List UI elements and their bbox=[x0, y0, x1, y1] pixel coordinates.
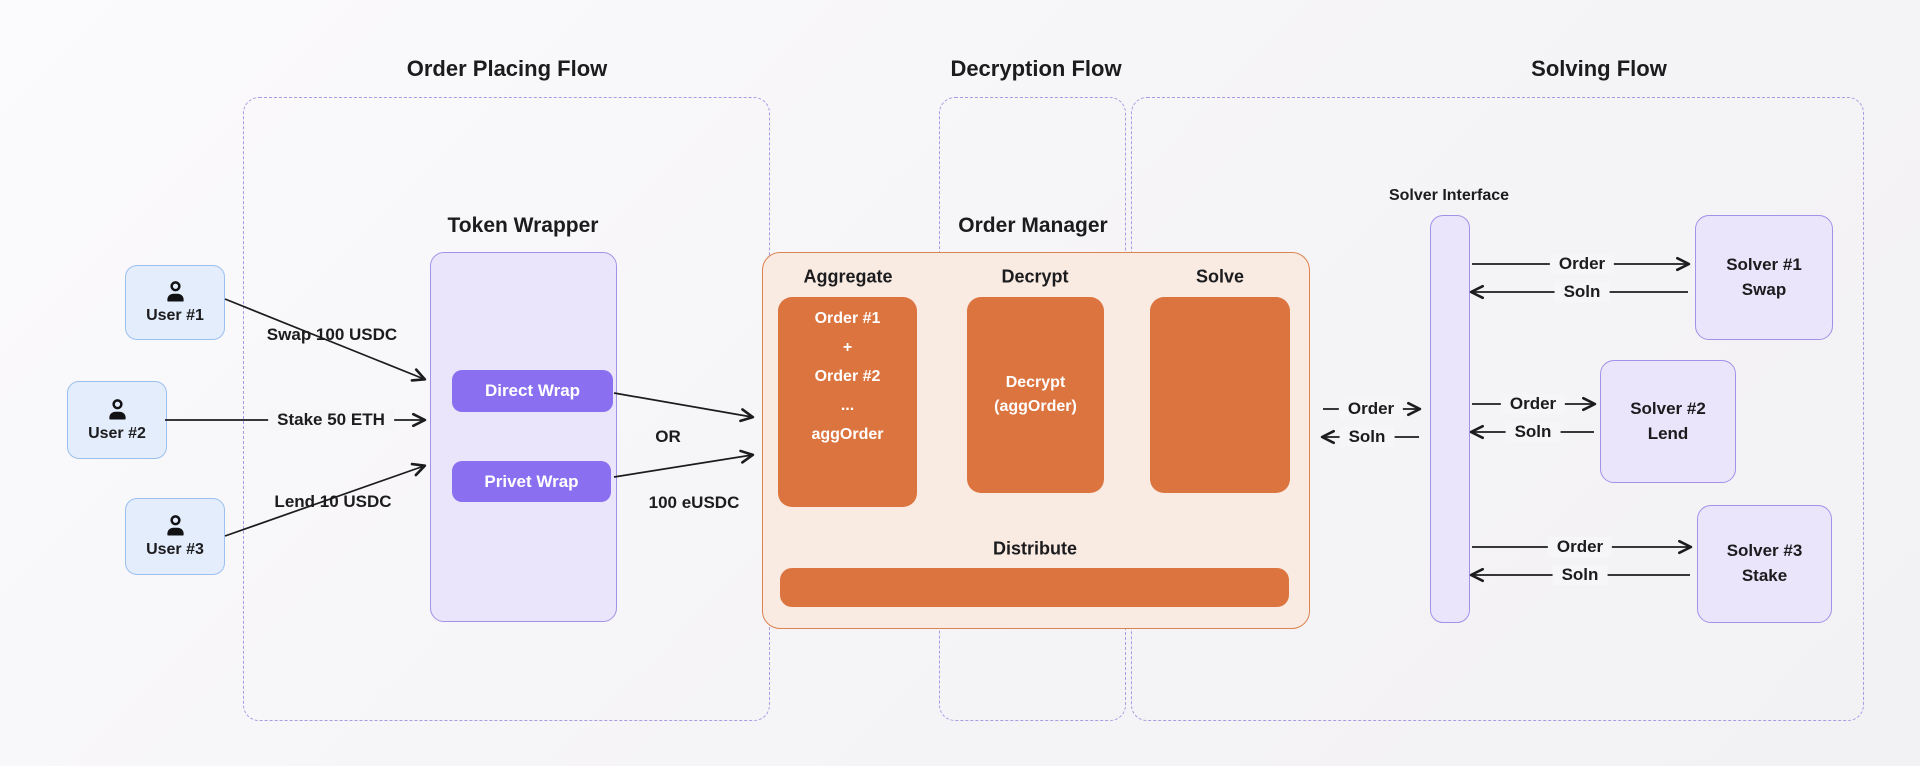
lend-order-label: Lend 10 USDC bbox=[274, 492, 392, 511]
user-1-box: User #1 bbox=[125, 265, 225, 340]
user-2-label: User #2 bbox=[88, 424, 146, 442]
soln-label-om-iface: Soln bbox=[1339, 427, 1395, 447]
or-label: OR bbox=[655, 427, 681, 446]
section-title-solving-flow: Solving Flow bbox=[1531, 56, 1667, 81]
user-3-box: User #3 bbox=[125, 498, 225, 575]
distribute-bar bbox=[780, 568, 1289, 607]
token-wrapper-panel bbox=[430, 252, 617, 622]
solver-3-action: Stake bbox=[1741, 566, 1788, 585]
solve-column-label: Solve bbox=[1195, 266, 1245, 287]
solver-2-name: Solver #2 bbox=[1630, 398, 1706, 418]
solver-interface-label: Solver Interface bbox=[1388, 187, 1510, 204]
person-icon bbox=[166, 515, 184, 536]
aggregate-line: Order #1 bbox=[814, 310, 881, 327]
solver-3-name: Solver #3 bbox=[1726, 541, 1803, 561]
aggregate-column-label: Aggregate bbox=[803, 266, 893, 287]
aggregate-line: + bbox=[842, 339, 853, 356]
direct-wrap-button: Direct Wrap bbox=[452, 370, 613, 412]
swap-order-label: Swap 100 USDC bbox=[266, 325, 398, 344]
solve-panel bbox=[1150, 297, 1290, 493]
solver-1-name: Solver #1 bbox=[1726, 254, 1802, 274]
order-label-solver1: Order bbox=[1549, 254, 1615, 274]
solver-1-action: Swap bbox=[1741, 279, 1787, 299]
eusdc-label: 100 eUSDC bbox=[648, 493, 740, 512]
order-label-solver2: Order bbox=[1500, 394, 1566, 414]
aggregate-panel: Order #1 + Order #2 ... aggOrder bbox=[778, 297, 917, 507]
decrypt-panel: Decrypt (aggOrder) bbox=[967, 297, 1104, 493]
aggregate-line: ... bbox=[840, 397, 855, 414]
stake-order-label: Stake 50 ETH bbox=[268, 410, 394, 430]
solver-3-box: Solver #3 Stake bbox=[1697, 505, 1832, 623]
user-2-box: User #2 bbox=[67, 381, 167, 459]
solver-2-box: Solver #2 Lend bbox=[1600, 360, 1736, 483]
user-1-label: User #1 bbox=[146, 307, 204, 324]
soln-label-solver2: Soln bbox=[1505, 422, 1561, 442]
order-label-om-iface: Order bbox=[1338, 399, 1404, 419]
soln-label-solver1: Soln bbox=[1554, 282, 1610, 302]
person-icon bbox=[166, 281, 184, 302]
decrypt-line: Decrypt bbox=[1005, 374, 1066, 391]
decrypt-line: (aggOrder) bbox=[994, 398, 1077, 415]
privet-wrap-button: Privet Wrap bbox=[452, 461, 611, 502]
solver-interface-bar bbox=[1430, 215, 1470, 623]
order-manager-title: Order Manager bbox=[958, 214, 1108, 237]
section-title-order-placing-flow: Order Placing Flow bbox=[406, 56, 608, 81]
order-label-solver3: Order bbox=[1547, 537, 1613, 557]
person-icon bbox=[108, 398, 126, 419]
soln-label-solver3: Soln bbox=[1552, 565, 1608, 585]
decrypt-column-label: Decrypt bbox=[1001, 266, 1069, 287]
section-title-decryption-flow: Decryption Flow bbox=[950, 56, 1122, 81]
user-3-label: User #3 bbox=[146, 541, 204, 558]
aggregate-line: Order #2 bbox=[814, 368, 881, 385]
aggregate-line: aggOrder bbox=[811, 426, 884, 443]
distribute-label: Distribute bbox=[992, 538, 1078, 559]
token-wrapper-title: Token Wrapper bbox=[447, 214, 599, 237]
solver-2-action: Lend bbox=[1647, 423, 1689, 443]
solver-1-box: Solver #1 Swap bbox=[1695, 215, 1833, 340]
